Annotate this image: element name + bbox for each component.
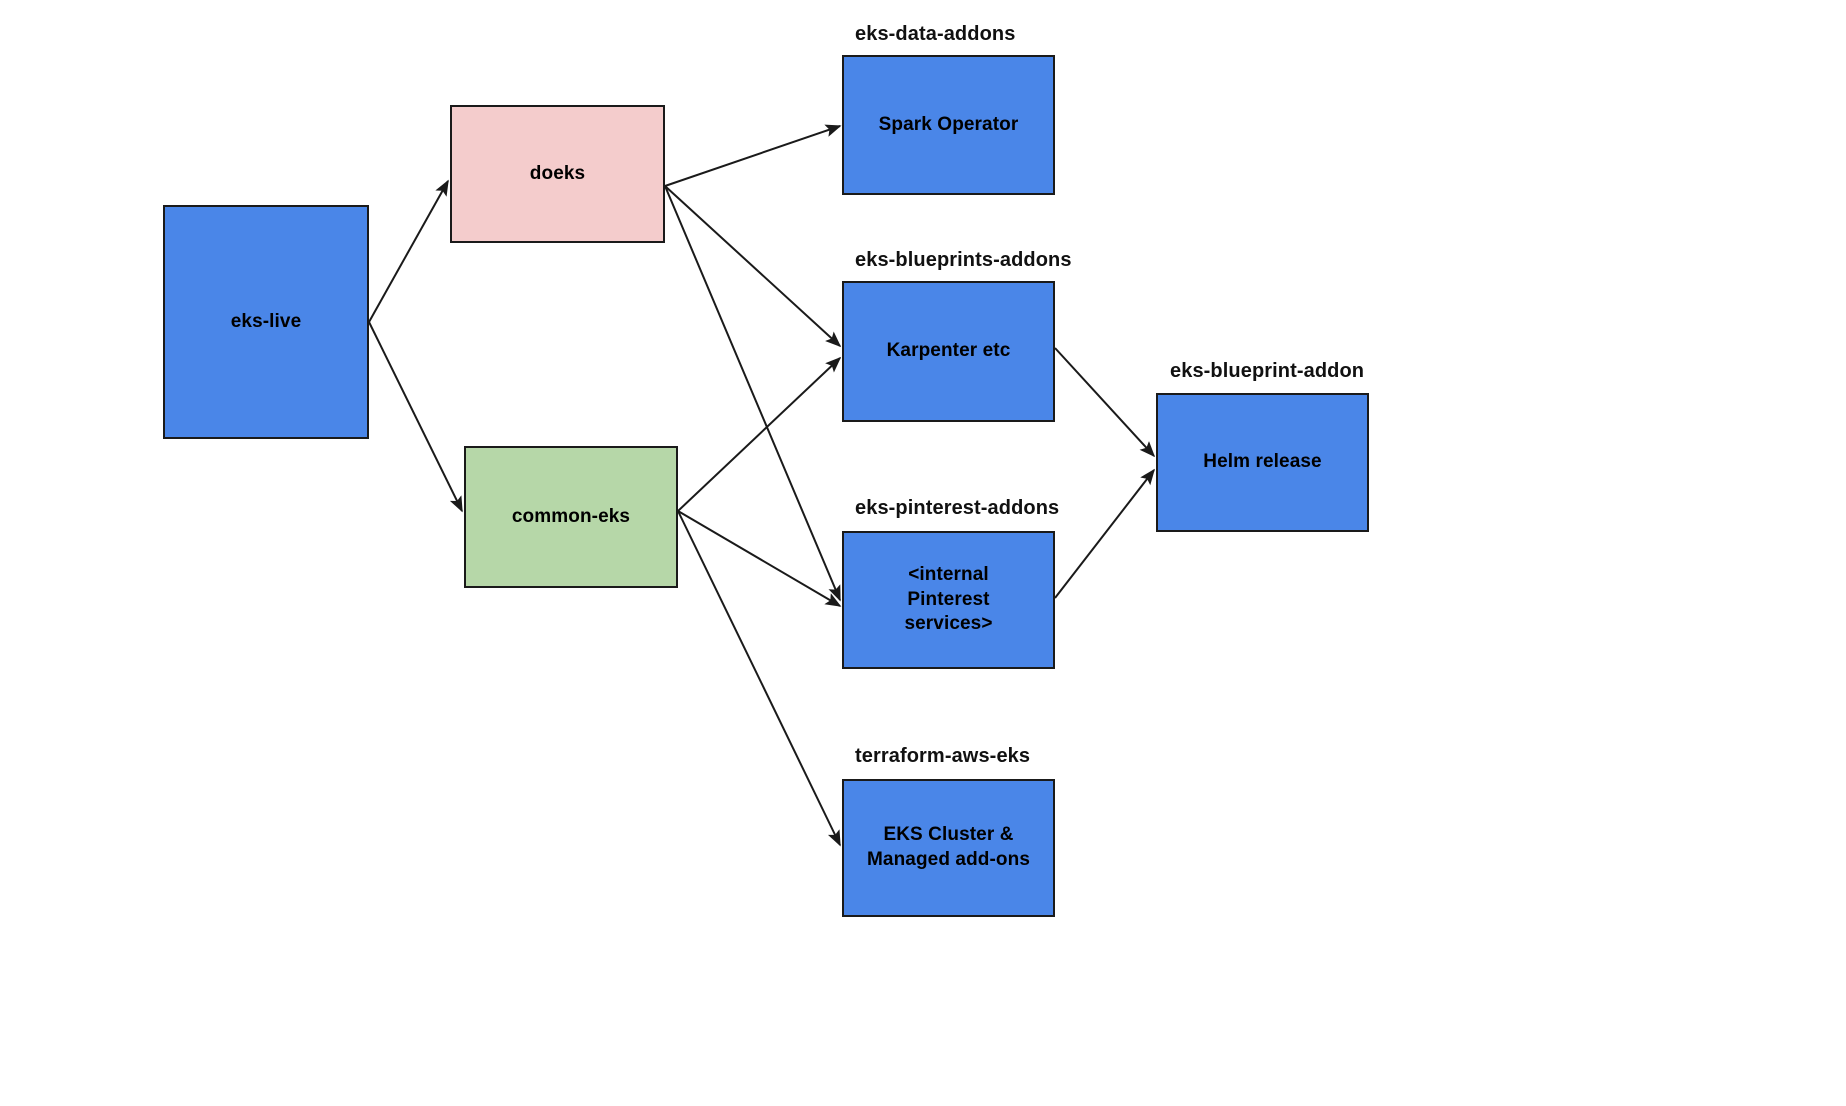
node-label-karpenter-etc: Karpenter etc bbox=[886, 340, 1011, 362]
group-label-eks-cluster-managed-addons: terraform-aws-eks bbox=[855, 745, 1031, 767]
edge-eks-live-to-common-eks bbox=[368, 321, 463, 513]
node-eks-live[interactable]: eks-live bbox=[163, 205, 369, 439]
edge-doeks-to-karpenter-etc bbox=[664, 185, 842, 348]
edge-common-eks-to-eks-cluster-managed-addons bbox=[677, 510, 841, 847]
node-label-eks-cluster-managed-addons: EKS Cluster & Managed add-ons bbox=[866, 824, 1030, 870]
group-label-internal-pinterest-services: eks-pinterest-addons bbox=[855, 497, 1060, 519]
node-label-helm-release: Helm release bbox=[1203, 451, 1322, 473]
node-internal-pinterest-services[interactable]: <internal Pinterest services> bbox=[842, 531, 1055, 669]
group-label-karpenter-etc: eks-blueprints-addons bbox=[855, 249, 1072, 271]
edge-eks-live-to-doeks bbox=[368, 179, 449, 323]
node-label-eks-live: eks-live bbox=[230, 310, 302, 332]
node-label-doeks: doeks bbox=[529, 162, 586, 184]
node-eks-cluster-managed-addons[interactable]: EKS Cluster & Managed add-ons bbox=[842, 779, 1055, 917]
group-label-helm-release: eks-blueprint-addon bbox=[1170, 360, 1365, 382]
edge-doeks-to-internal-pinterest-services bbox=[664, 185, 841, 602]
node-spark-operator[interactable]: Spark Operator bbox=[842, 55, 1055, 195]
node-helm-release[interactable]: Helm release bbox=[1156, 393, 1369, 532]
node-doeks[interactable]: doeks bbox=[450, 105, 665, 243]
node-label-common-eks: common-eks bbox=[511, 505, 631, 527]
group-label-spark-operator: eks-data-addons bbox=[855, 23, 1016, 45]
node-karpenter-etc[interactable]: Karpenter etc bbox=[842, 281, 1055, 422]
node-common-eks[interactable]: common-eks bbox=[464, 446, 678, 588]
edge-karpenter-etc-to-helm-release bbox=[1054, 347, 1156, 458]
edge-doeks-to-spark-operator bbox=[664, 124, 842, 187]
edge-common-eks-to-karpenter-etc bbox=[677, 356, 842, 512]
node-label-spark-operator: Spark Operator bbox=[878, 113, 1019, 135]
node-label-internal-pinterest-services: <internal Pinterest services> bbox=[904, 563, 993, 635]
edge-internal-pinterest-services-to-helm-release bbox=[1054, 468, 1155, 599]
edge-common-eks-to-internal-pinterest-services bbox=[677, 510, 842, 607]
